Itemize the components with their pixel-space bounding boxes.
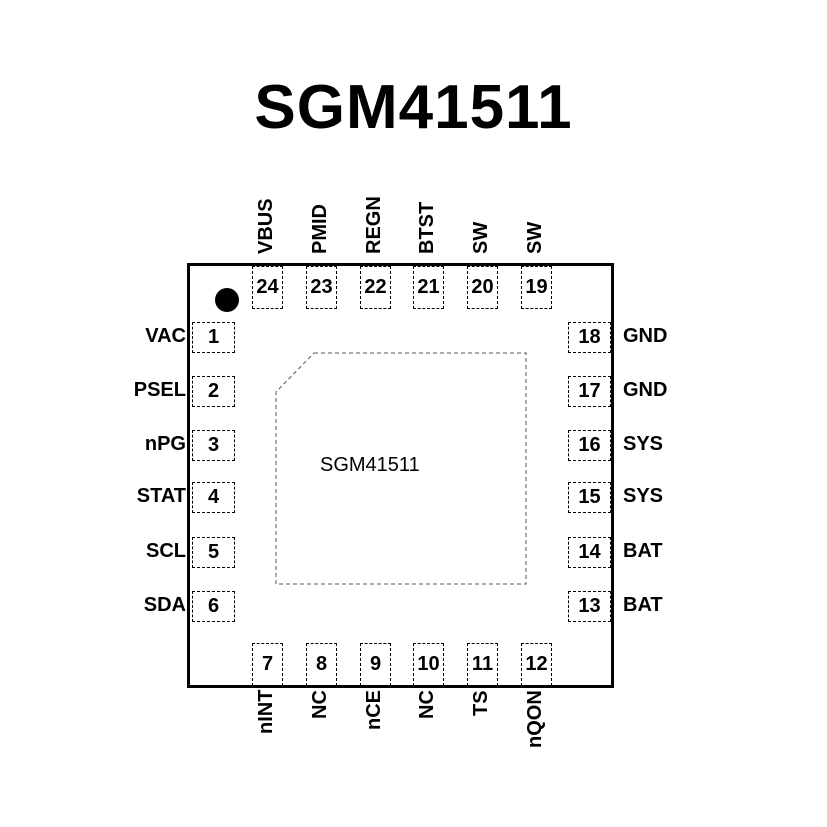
pin-name: SCL	[146, 540, 186, 562]
pin-number: 10	[413, 643, 444, 686]
pin-number: 11	[467, 643, 498, 686]
pin-name: SYS	[623, 485, 664, 507]
pin-number: 18	[568, 322, 611, 353]
pin-name: NC	[309, 690, 331, 719]
pin-number: 12	[521, 643, 552, 686]
pin-name: GND	[623, 379, 668, 401]
pin-number: 1	[192, 322, 235, 353]
chip-label: SGM41511	[320, 454, 420, 476]
pin-number: 15	[568, 482, 611, 513]
pin-name: GND	[623, 325, 668, 347]
pin-number: 13	[568, 591, 611, 622]
pin-number: 5	[192, 537, 235, 568]
pin-number: 16	[568, 430, 611, 461]
pin-name: NC	[416, 690, 438, 719]
pin-number: 21	[413, 266, 444, 309]
pin-number: 24	[252, 266, 283, 309]
pin-number: 3	[192, 430, 235, 461]
pin-name: SW	[524, 221, 546, 254]
pin1-marker-dot	[215, 288, 239, 312]
pin-name: STAT	[136, 485, 186, 507]
pin-name: VBUS	[255, 198, 277, 254]
pin-number: 17	[568, 376, 611, 407]
pin-name: REGN	[363, 196, 385, 254]
package-outline	[187, 263, 614, 688]
pin-number: 9	[360, 643, 391, 686]
pin-name: nCE	[363, 690, 385, 730]
pin-name: nINT	[255, 689, 277, 734]
pin-name: PSEL	[133, 379, 186, 401]
diagram-title: SGM41511	[254, 73, 573, 142]
pin-number: 20	[467, 266, 498, 309]
pin-number: 23	[306, 266, 337, 309]
pin-name: SDA	[143, 594, 186, 616]
pin-name: BAT	[623, 594, 663, 616]
pin-name: PMID	[309, 204, 331, 254]
pin-number: 4	[192, 482, 235, 513]
pin-number: 7	[252, 643, 283, 686]
pin-name: SW	[470, 221, 492, 254]
pin-number: 6	[192, 591, 235, 622]
pin-number: 2	[192, 376, 235, 407]
pin-number: 8	[306, 643, 337, 686]
pin-name: VAC	[145, 325, 186, 347]
pin-number: 22	[360, 266, 391, 309]
pin-name: TS	[470, 690, 492, 716]
pin-number: 14	[568, 537, 611, 568]
pin-name: BTST	[416, 201, 438, 254]
pin-name: nPG	[144, 433, 186, 455]
pin-name: nQON	[524, 690, 546, 748]
pin-name: SYS	[623, 433, 664, 455]
pin-number: 19	[521, 266, 552, 309]
pin-name: BAT	[623, 540, 663, 562]
